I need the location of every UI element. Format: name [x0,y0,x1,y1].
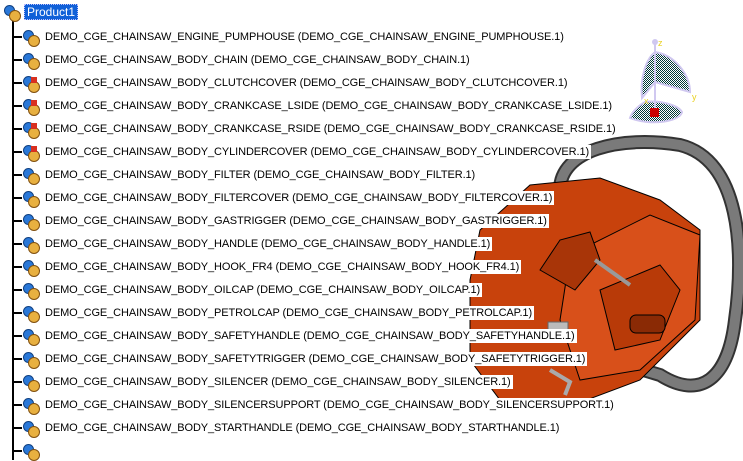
part-icon [22,52,40,70]
tree-node[interactable]: DEMO_CGE_CHAINSAW_BODY_FILTER (DEMO_CGE_… [12,165,478,185]
tree-branch-line [12,59,22,61]
tree-node[interactable]: DEMO_CGE_CHAINSAW_BODY_HOOK_FR4 (DEMO_CG… [12,257,522,277]
tree-node-label[interactable]: DEMO_CGE_CHAINSAW_BODY_SILENCERSUPPORT (… [43,398,616,412]
tree-branch-line [12,404,22,406]
tree-branch-line [12,82,22,84]
tree-node-label[interactable]: DEMO_CGE_CHAINSAW_BODY_CLUTCHCOVER (DEMO… [43,76,570,90]
part-icon [22,98,40,116]
part-icon [22,259,40,277]
tree-node-label[interactable]: DEMO_CGE_CHAINSAW_BODY_PETROLCAP (DEMO_C… [43,306,535,320]
tree-node[interactable]: DEMO_CGE_CHAINSAW_BODY_PETROLCAP (DEMO_C… [12,303,535,323]
tree-node[interactable]: DEMO_CGE_CHAINSAW_BODY_FILTERCOVER (DEMO… [12,188,555,208]
part-icon [22,305,40,323]
tree-node-label[interactable]: DEMO_CGE_CHAINSAW_BODY_SILENCER (DEMO_CG… [43,375,513,389]
tree-node-label[interactable]: DEMO_CGE_CHAINSAW_BODY_CHAIN (DEMO_CGE_C… [43,53,472,67]
tree-branch-line [12,289,22,291]
tree-branch-line [12,358,22,360]
tree-node[interactable] [12,441,40,461]
tree-node-label[interactable]: DEMO_CGE_CHAINSAW_BODY_HANDLE (DEMO_CGE_… [43,237,493,251]
tree-connector [12,20,14,460]
compass-z-label: z [658,38,663,48]
compass-x-label: x [644,96,649,106]
compass-plane-zy [640,50,692,101]
tree-branch-line [12,151,22,153]
tree-branch-line [12,266,22,268]
tree-branch-line [12,312,22,314]
tree-node-label[interactable]: DEMO_CGE_CHAINSAW_BODY_STARTHANDLE (DEMO… [43,421,562,435]
tree-node-label[interactable]: DEMO_CGE_CHAINSAW_BODY_CRANKCASE_LSIDE (… [43,99,614,113]
part-icon [22,397,40,415]
tree-node[interactable]: DEMO_CGE_CHAINSAW_BODY_CRANKCASE_RSIDE (… [12,119,618,139]
tree-branch-line [12,128,22,130]
part-icon [22,282,40,300]
part-icon [22,75,40,93]
tree-node[interactable]: DEMO_CGE_CHAINSAW_BODY_SILENCERSUPPORT (… [12,395,616,415]
part-icon [22,167,40,185]
tree-node[interactable]: DEMO_CGE_CHAINSAW_BODY_CLUTCHCOVER (DEMO… [12,73,570,93]
part-icon [22,328,40,346]
tree-node-label[interactable]: DEMO_CGE_CHAINSAW_BODY_SAFETYHANDLE (DEM… [43,329,577,343]
part-icon [22,144,40,162]
compass-y-label: y [692,92,697,102]
tree-branch-line [12,450,22,452]
tree-branch-line [12,335,22,337]
tree-node-label[interactable]: DEMO_CGE_CHAINSAW_BODY_OILCAP (DEMO_CGE_… [43,283,483,297]
tree-node[interactable]: DEMO_CGE_CHAINSAW_BODY_STARTHANDLE (DEMO… [12,418,562,438]
tree-root-label[interactable]: Product1 [24,4,79,20]
tree-node-label[interactable]: DEMO_CGE_CHAINSAW_BODY_FILTER (DEMO_CGE_… [43,168,478,182]
tree-node[interactable]: DEMO_CGE_CHAINSAW_BODY_GASTRIGGER (DEMO_… [12,211,549,231]
tree-node[interactable]: DEMO_CGE_CHAINSAW_BODY_SILENCER (DEMO_CG… [12,372,513,392]
tree-node[interactable]: DEMO_CGE_CHAINSAW_BODY_SAFETYHANDLE (DEM… [12,326,577,346]
part-icon [22,351,40,369]
tree-node-label[interactable]: DEMO_CGE_CHAINSAW_BODY_HOOK_FR4 (DEMO_CG… [43,260,522,274]
tree-branch-line [12,220,22,222]
part-icon [22,420,40,438]
part-icon [22,213,40,231]
tree-node[interactable]: DEMO_CGE_CHAINSAW_BODY_CRANKCASE_LSIDE (… [12,96,614,116]
tree-node-label[interactable]: DEMO_CGE_CHAINSAW_BODY_GASTRIGGER (DEMO_… [43,214,549,228]
compass-origin [650,108,659,117]
compass[interactable]: z y x [600,20,743,130]
tree-branch-line [12,243,22,245]
tree-node[interactable]: DEMO_CGE_CHAINSAW_BODY_CHAIN (DEMO_CGE_C… [12,50,472,70]
tree-branch-line [12,381,22,383]
part-icon [22,443,40,461]
tree-branch-line [12,197,22,199]
part-icon [22,29,40,47]
tree-node[interactable]: DEMO_CGE_CHAINSAW_BODY_SAFETYTRIGGER (DE… [12,349,588,369]
part-icon [22,121,40,139]
tree-branch-line [12,105,22,107]
tree-node[interactable]: DEMO_CGE_CHAINSAW_BODY_OILCAP (DEMO_CGE_… [12,280,483,300]
tree-node-label[interactable]: DEMO_CGE_CHAINSAW_BODY_FILTERCOVER (DEMO… [43,191,555,205]
tree-node[interactable]: DEMO_CGE_CHAINSAW_ENGINE_PUMPHOUSE (DEMO… [12,27,566,47]
product-icon [3,4,21,22]
tree-branch-line [12,174,22,176]
tree-node-label[interactable]: DEMO_CGE_CHAINSAW_BODY_CRANKCASE_RSIDE (… [43,122,618,136]
tree-node[interactable]: DEMO_CGE_CHAINSAW_BODY_CYLINDERCOVER (DE… [12,142,592,162]
tree-node-label[interactable]: DEMO_CGE_CHAINSAW_BODY_CYLINDERCOVER (DE… [43,145,592,159]
part-icon [22,190,40,208]
part-icon [22,374,40,392]
tree-node[interactable]: DEMO_CGE_CHAINSAW_BODY_HANDLE (DEMO_CGE_… [12,234,493,254]
tree-node-label[interactable]: DEMO_CGE_CHAINSAW_ENGINE_PUMPHOUSE (DEMO… [43,30,566,44]
compass-handle [652,39,658,45]
tree-branch-line [12,36,22,38]
tree-root[interactable]: Product1 [3,3,79,22]
tree-branch-line [12,427,22,429]
tree-node-label[interactable]: DEMO_CGE_CHAINSAW_BODY_SAFETYTRIGGER (DE… [43,352,588,366]
part-icon [22,236,40,254]
